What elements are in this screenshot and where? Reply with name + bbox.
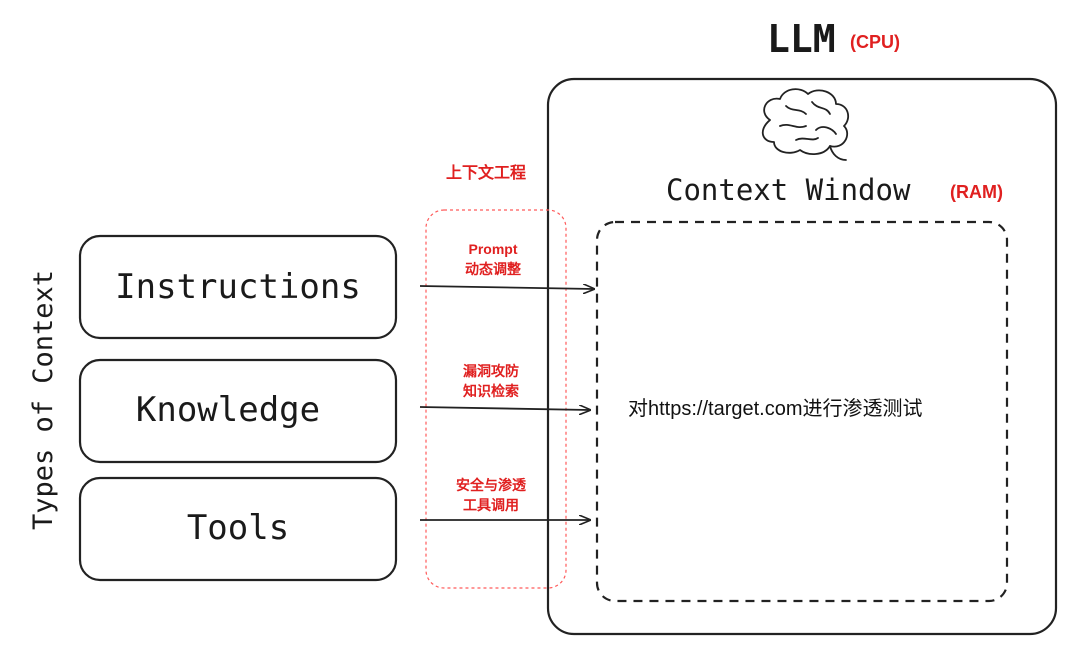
llm-hardware-label: (CPU) <box>850 32 900 52</box>
context-engineering-title: 上下文工程 <box>446 163 526 182</box>
context-window-box <box>595 220 1009 603</box>
knowledge-label: Knowledge <box>136 390 320 430</box>
types-of-context-label: Types of Context <box>28 270 59 530</box>
tools-label: Tools <box>187 508 289 548</box>
knowledge-box <box>78 358 398 464</box>
instructions-arrow <box>419 286 594 289</box>
context-window-hardware-label: (RAM) <box>950 182 1003 202</box>
knowledge-edge-label-line2: 知识检索 <box>463 383 519 399</box>
tools-edge-label-line2: 工具调用 <box>463 497 519 513</box>
llm-box <box>546 77 1058 636</box>
llm-title: LLM <box>767 17 836 61</box>
knowledge-arrow <box>419 407 590 410</box>
knowledge-edge-label-line1: 漏洞攻防 <box>463 363 519 379</box>
instructions-edge-label-line1: Prompt <box>469 241 518 257</box>
tools-edge-label-line1: 安全与渗透 <box>456 477 527 493</box>
tools-box <box>78 476 398 582</box>
instructions-box <box>78 234 398 340</box>
brain-icon <box>761 88 850 161</box>
context-window-title: Context Window <box>666 173 911 207</box>
context-window-content: 对https://target.com进行渗透测试 <box>628 397 923 420</box>
instructions-label: Instructions <box>115 267 361 307</box>
context-engineering-region <box>425 209 567 589</box>
instructions-edge-label-line2: 动态调整 <box>465 261 522 277</box>
